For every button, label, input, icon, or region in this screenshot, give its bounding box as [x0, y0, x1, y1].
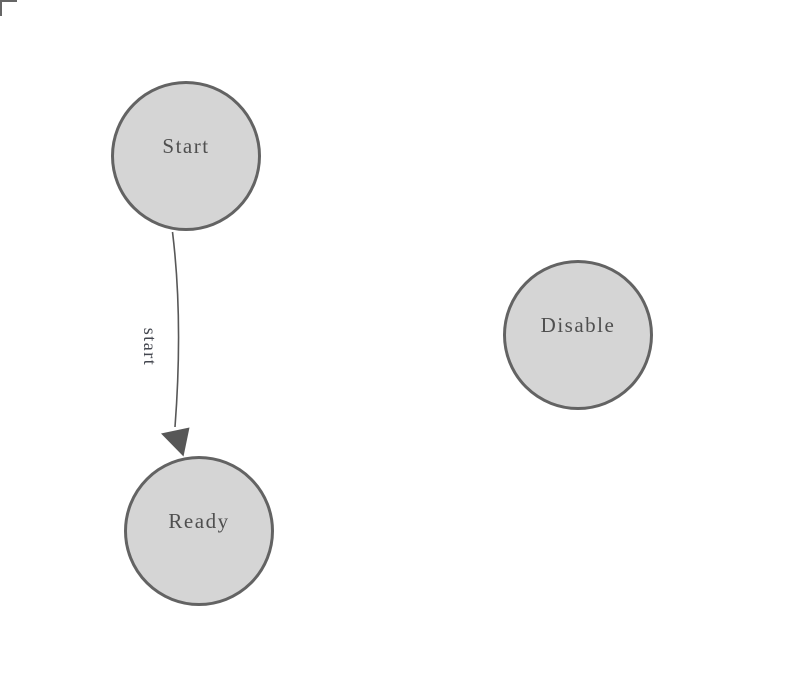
state-node-start[interactable]: Start: [111, 81, 261, 231]
edge-arrowhead-icon: [161, 427, 190, 457]
paper-origin-corner-mark: [0, 0, 17, 16]
state-node-disable-label: Disable: [540, 312, 616, 337]
transition-label[interactable]: start: [140, 327, 160, 367]
state-node-ready[interactable]: Ready: [124, 456, 274, 606]
transition-edge-start-to-ready[interactable]: [171, 231, 180, 428]
state-node-ready-label: Ready: [168, 508, 230, 533]
state-node-disable[interactable]: Disable: [503, 260, 653, 410]
state-node-start-label: Start: [162, 133, 210, 158]
